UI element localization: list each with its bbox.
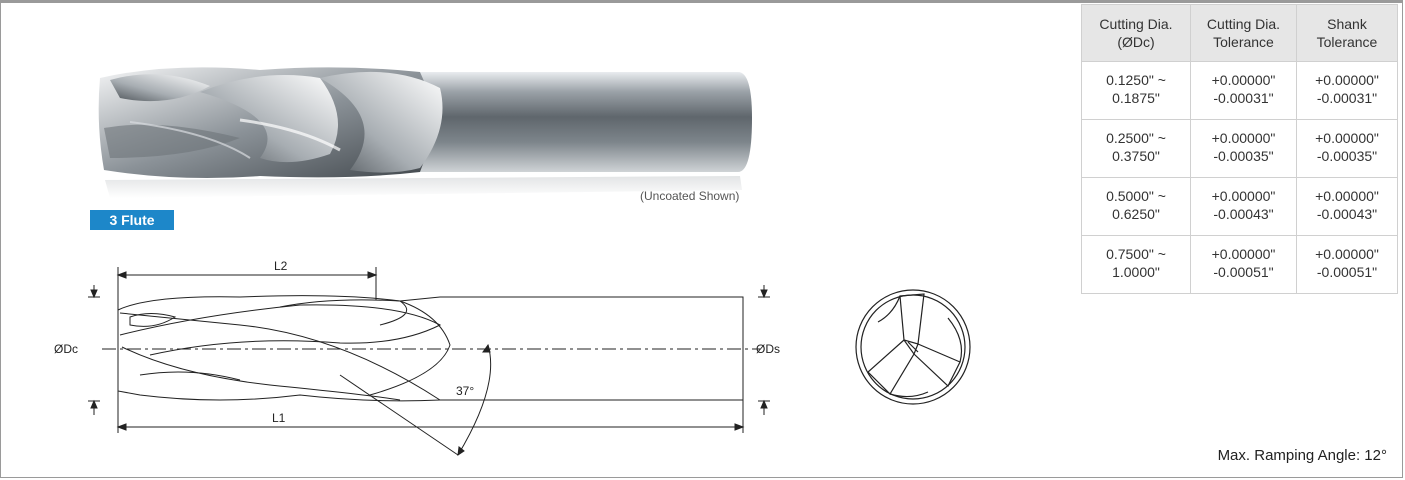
technical-drawing: L2 L1 ØDc ØDs 37° [40,255,800,470]
table-cell: +0.00000"-0.00043" [1296,177,1398,236]
header-cutting-dia: Cutting Dia. (ØDc) [1081,4,1191,62]
table-cell: +0.00000"-0.00035" [1296,119,1398,178]
table-header-row: Cutting Dia. (ØDc) Cutting Dia. Toleranc… [1081,4,1398,62]
end-view-drawing [848,282,978,412]
table-cell: +0.00000"-0.00035" [1190,119,1297,178]
table-cell: +0.00000"-0.00043" [1190,177,1297,236]
flute-count-badge: 3 Flute [90,210,174,230]
table-row: 0.2500" ~0.3750" +0.00000"-0.00035" +0.0… [1081,119,1398,178]
header-shank-tolerance: Shank Tolerance [1296,4,1398,62]
table-cell: +0.00000"-0.00031" [1190,61,1297,120]
end-mill-photo [90,58,770,208]
header-cutting-dia-tolerance: Cutting Dia. Tolerance [1190,4,1297,62]
table-cell: +0.00000"-0.00051" [1190,235,1297,294]
table-cell: 0.2500" ~0.3750" [1081,119,1191,178]
l2-label: L2 [274,259,288,273]
table-row: 0.1250" ~0.1875" +0.00000"-0.00031" +0.0… [1081,61,1398,120]
table-cell: +0.00000"-0.00031" [1296,61,1398,120]
max-ramping-angle: Max. Ramping Angle: 12° [1217,447,1387,464]
photo-caption: (Uncoated Shown) [640,189,740,203]
table-row: 0.7500" ~1.0000" +0.00000"-0.00051" +0.0… [1081,235,1398,294]
table-cell: 0.5000" ~0.6250" [1081,177,1191,236]
table-cell: +0.00000"-0.00051" [1296,235,1398,294]
dc-label: ØDc [54,342,78,356]
table-cell: 0.7500" ~1.0000" [1081,235,1191,294]
tolerance-table: Cutting Dia. (ØDc) Cutting Dia. Toleranc… [1081,4,1398,294]
helix-angle-label: 37° [456,384,474,398]
ds-label: ØDs [756,342,780,356]
table-row: 0.5000" ~0.6250" +0.00000"-0.00043" +0.0… [1081,177,1398,236]
l1-label: L1 [272,411,286,425]
table-cell: 0.1250" ~0.1875" [1081,61,1191,120]
